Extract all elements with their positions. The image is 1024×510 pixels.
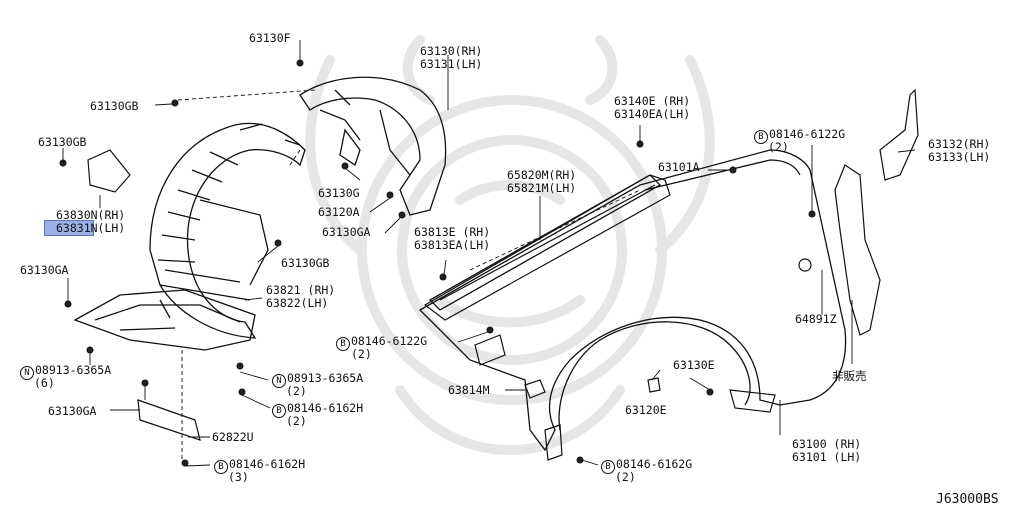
label-64891Z: 64891Z [795, 312, 837, 326]
label-63130G: 63130G [318, 186, 360, 200]
bolt-mark: B [214, 460, 228, 474]
fasteners [59, 59, 816, 467]
label-08913-6365A-center-qty: (2) [286, 384, 307, 398]
label-63130F: 63130F [249, 31, 291, 45]
label-63130GA-bottom: 63130GA [48, 404, 97, 418]
label-08913-6365A-left-qty: (6) [34, 376, 55, 390]
label-63821: 63821 (RH) [266, 283, 336, 297]
label-63831N-text: 63831N(LH) [56, 221, 126, 235]
label-63814M: 63814M [448, 383, 490, 397]
fender-panel [418, 149, 847, 452]
watermark-emblem [305, 35, 715, 455]
label-63831N [43, 220, 95, 236]
label-63120E: 63120E [625, 403, 667, 417]
label-63822: 63822(LH) [266, 296, 329, 310]
bolt-mark: B [754, 130, 768, 144]
nut-mark: N [272, 374, 286, 388]
highlighted-part-marker [43, 220, 95, 236]
side-brackets [834, 88, 919, 336]
label-63133: 63133(LH) [928, 150, 991, 164]
label-65821M: 65821M(LH) [507, 181, 577, 195]
label-63130-rh: 63130(RH) [420, 44, 483, 58]
bolt-mark: B [336, 337, 350, 351]
label-63100: 63100 (RH) [792, 437, 862, 451]
label-62822U: 62822U [212, 430, 254, 444]
label-65820M: 65820M(RH) [507, 168, 577, 182]
label-63813EA: 63813EA(LH) [414, 238, 491, 252]
nut-mark: N [20, 366, 34, 380]
small-parts [87, 149, 812, 461]
label-08146-6162H-bottom-qty: (3) [228, 470, 249, 484]
fender-molding-65820M [423, 174, 671, 321]
label-63130E: 63130E [673, 358, 715, 372]
label-63130GA-center: 63130GA [322, 225, 371, 239]
label-63130GB-right: 63130GB [281, 256, 330, 270]
splash-shield-63130 [299, 76, 447, 216]
inner-fender-liner [73, 122, 306, 351]
bolt-mark: B [272, 404, 286, 418]
diagram-code: J63000BS [936, 492, 999, 507]
label-63132: 63132(RH) [928, 137, 991, 151]
label-63813E: 63813E (RH) [414, 225, 491, 239]
label-08146-6122G-center-qty: (2) [351, 347, 372, 361]
bolt-mark: B [601, 460, 615, 474]
label-63101A: 63101A [658, 160, 700, 174]
leader-lines [62, 40, 916, 467]
label-63830N: 63830N(RH) [56, 208, 126, 222]
label-63130GB-top: 63130GB [90, 99, 139, 113]
label-not-sold: 非販売 [832, 369, 867, 383]
label-08146-6162H-center-qty: (2) [286, 414, 307, 428]
label-63120A: 63120A [318, 205, 360, 219]
label-63130GA-left: 63130GA [20, 263, 69, 277]
label-08146-6162G-qty: (2) [615, 470, 636, 484]
label-63101: 63101 (LH) [792, 450, 862, 464]
label-63130GB-left: 63130GB [38, 135, 87, 149]
label-63140EA: 63140EA(LH) [614, 107, 691, 121]
label-63131-lh: 63131(LH) [420, 57, 483, 71]
label-63140E: 63140E (RH) [614, 94, 691, 108]
label-08146-6122G-right-qty: (2) [768, 140, 789, 154]
